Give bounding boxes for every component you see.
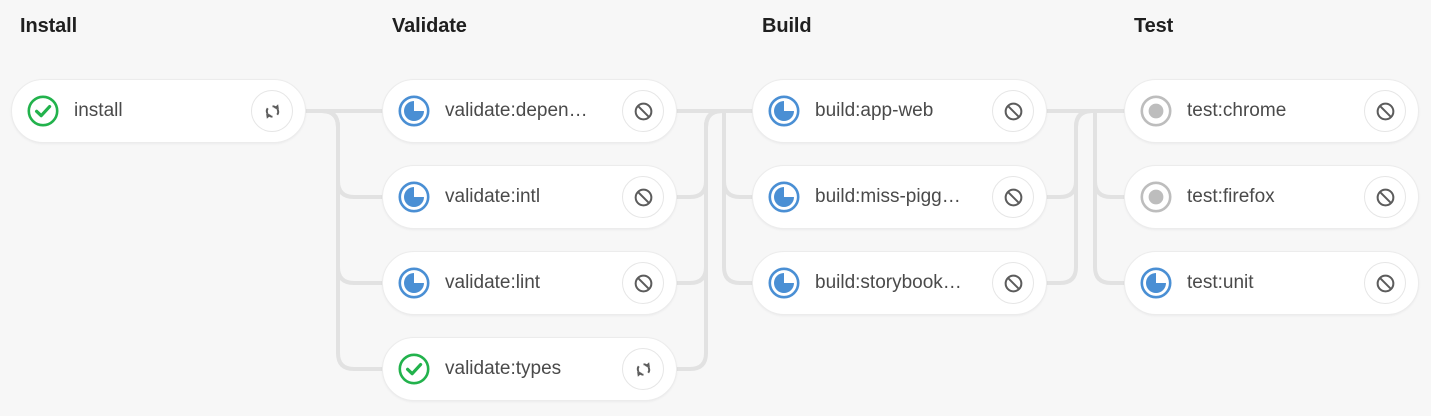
stop-prohibited-icon[interactable] bbox=[622, 176, 664, 218]
task-node-label: test:firefox bbox=[1187, 186, 1275, 207]
edge-line bbox=[675, 109, 726, 371]
progress-clock-icon bbox=[767, 94, 801, 128]
progress-clock-icon bbox=[397, 266, 431, 300]
edge-line bbox=[1045, 109, 1097, 285]
task-node-label: build:app-web bbox=[815, 100, 934, 121]
task-node[interactable]: validate:lint bbox=[382, 251, 677, 315]
progress-clock-icon bbox=[767, 180, 801, 214]
progress-clock-icon bbox=[1139, 266, 1173, 300]
task-node-label: test:unit bbox=[1187, 272, 1254, 293]
task-node[interactable]: install bbox=[11, 79, 306, 143]
pending-dot-icon bbox=[1139, 180, 1173, 214]
edge-line bbox=[304, 109, 384, 285]
edge-line bbox=[304, 109, 384, 371]
progress-clock-icon bbox=[767, 266, 801, 300]
task-node[interactable]: build:storybook… bbox=[752, 251, 1047, 315]
check-circle-icon bbox=[26, 94, 60, 128]
column-header-build: Build bbox=[762, 15, 812, 37]
restart-icon[interactable] bbox=[622, 348, 664, 390]
task-node[interactable]: test:unit bbox=[1124, 251, 1419, 315]
pending-dot-icon bbox=[1139, 94, 1173, 128]
task-node-label: build:miss-pigg… bbox=[815, 186, 961, 207]
edge-line bbox=[1093, 109, 1126, 199]
task-node[interactable]: test:firefox bbox=[1124, 165, 1419, 229]
task-node[interactable]: validate:types bbox=[382, 337, 677, 401]
task-node-label: test:chrome bbox=[1187, 100, 1287, 121]
stop-prohibited-icon[interactable] bbox=[992, 176, 1034, 218]
task-node[interactable]: build:app-web bbox=[752, 79, 1047, 143]
column-header-test: Test bbox=[1134, 15, 1174, 37]
task-node-label: validate:lint bbox=[445, 272, 541, 293]
task-node-label: build:storybook… bbox=[815, 272, 962, 293]
stop-prohibited-icon[interactable] bbox=[622, 262, 664, 304]
edge-line bbox=[675, 109, 726, 285]
check-circle-icon bbox=[397, 352, 431, 386]
task-node[interactable]: test:chrome bbox=[1124, 79, 1419, 143]
progress-clock-icon bbox=[397, 94, 431, 128]
task-node-label: validate:intl bbox=[445, 186, 541, 207]
edge-line bbox=[722, 109, 754, 285]
task-node[interactable]: build:miss-pigg… bbox=[752, 165, 1047, 229]
column-header-install: Install bbox=[20, 15, 78, 37]
stop-prohibited-icon[interactable] bbox=[1364, 90, 1406, 132]
column-header-validate: Validate bbox=[392, 15, 467, 37]
stop-prohibited-icon[interactable] bbox=[622, 90, 664, 132]
stop-prohibited-icon[interactable] bbox=[1364, 176, 1406, 218]
task-node-label: install bbox=[74, 100, 123, 121]
edge-line bbox=[1093, 109, 1126, 285]
task-node[interactable]: validate:depen… bbox=[382, 79, 677, 143]
edge-line bbox=[722, 109, 754, 199]
stop-prohibited-icon[interactable] bbox=[992, 262, 1034, 304]
restart-icon[interactable] bbox=[251, 90, 293, 132]
task-node-label: validate:depen… bbox=[445, 100, 588, 121]
stop-prohibited-icon[interactable] bbox=[1364, 262, 1406, 304]
task-node[interactable]: validate:intl bbox=[382, 165, 677, 229]
edge-line bbox=[675, 109, 726, 199]
edge-line bbox=[1045, 109, 1097, 199]
task-node-label: validate:types bbox=[445, 358, 562, 379]
stop-prohibited-icon[interactable] bbox=[992, 90, 1034, 132]
progress-clock-icon bbox=[397, 180, 431, 214]
edge-line bbox=[304, 109, 384, 199]
